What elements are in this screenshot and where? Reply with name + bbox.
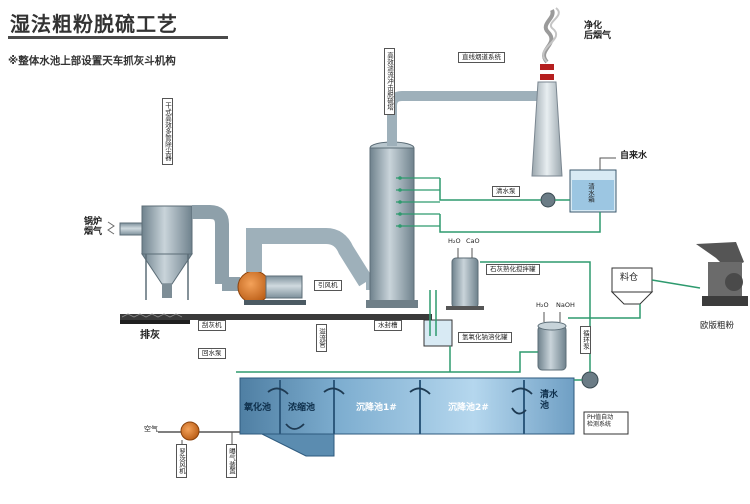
makeup-water-pipe	[439, 212, 601, 233]
title-rule	[8, 36, 228, 39]
pool-label-thickening: 浓缩池	[288, 403, 316, 413]
label-air: 空气	[144, 425, 158, 433]
lime-slurry-tank	[446, 248, 484, 310]
return-water-pipe	[236, 351, 538, 373]
flue-duct	[387, 91, 538, 146]
mill-to-bin-pipe	[651, 279, 701, 289]
pool-label-oxidation: 氧化池	[244, 403, 272, 413]
label-induced-fan: 引风机	[314, 280, 342, 292]
page-subtitle: ※整体水池上部设置天车抓灰斗机构	[8, 55, 176, 67]
label-ph-control: PH值自动 检测系统	[587, 414, 614, 429]
label-boiler-flue-gas: 锅炉 烟气	[84, 217, 103, 237]
label-water-seal-tank: 水封槽	[374, 320, 402, 332]
clear-water-pump	[540, 192, 570, 208]
caustic-tank	[537, 312, 567, 371]
clear-water-tank	[569, 157, 617, 213]
label-scraper: 刮灰机	[198, 320, 226, 332]
pool-label-settling-2: 沉降池2#	[448, 403, 489, 413]
pool-system	[239, 377, 575, 457]
label-ash-discharge: 排灰	[140, 330, 160, 341]
label-dry-dust-collector: 干式高效多管除尘器	[162, 98, 173, 165]
chimney	[531, 7, 563, 177]
label-return-pump: 回水泵	[198, 348, 226, 360]
scraper-conveyor	[120, 313, 432, 324]
label-naoh: NaOH	[556, 301, 575, 309]
label-blower: 罗茨风机	[176, 444, 187, 478]
pool-label-settling-1: 沉降池1#	[356, 403, 397, 413]
label-h2o-2: H₂O	[536, 301, 549, 309]
blower	[158, 421, 240, 456]
label-lime-slurry-tank: 石灰熟化搅拌罐	[486, 264, 540, 276]
label-desulfurization-tower: 高效湍流冲击脱硫塔	[384, 48, 395, 115]
spray-water-pipe	[439, 178, 541, 201]
duct-collector-to-fan	[192, 205, 240, 291]
page-title: 湿法粗粉脱硫工艺	[10, 12, 178, 36]
duct-fan-to-tower	[246, 228, 373, 290]
label-h2o-1: H₂O	[448, 237, 461, 245]
label-circulation-pump: 循环泵	[580, 326, 591, 354]
label-aeration: 曝气装置	[226, 444, 237, 478]
induced-fan	[237, 270, 306, 305]
label-feed-bin: 料仓	[620, 273, 639, 283]
euro-mill	[696, 242, 748, 306]
label-caustic-tank: 氢氧化钠溶化罐	[458, 332, 512, 344]
label-overflow-pipe: 溢流管	[316, 324, 327, 352]
water-seal-tank	[423, 290, 453, 347]
label-cao: CaO	[466, 237, 480, 245]
label-clear-water-pump: 清水泵	[492, 186, 520, 198]
feed-bin	[568, 267, 654, 319]
label-flue-duct: 直线烟道系统	[458, 52, 505, 64]
label-clean-flue-gas: 净化 后烟气	[584, 21, 612, 41]
label-euro-mill: 欧版粗粉	[700, 321, 735, 331]
ph-box	[583, 411, 629, 435]
desulfurization-tower	[366, 141, 440, 308]
label-tap-water: 自来水	[620, 151, 648, 161]
dust-collector	[107, 205, 193, 300]
pool-label-clear-water: 清水 池	[540, 390, 559, 411]
label-clear-water-tank: 清水箱	[586, 183, 595, 203]
